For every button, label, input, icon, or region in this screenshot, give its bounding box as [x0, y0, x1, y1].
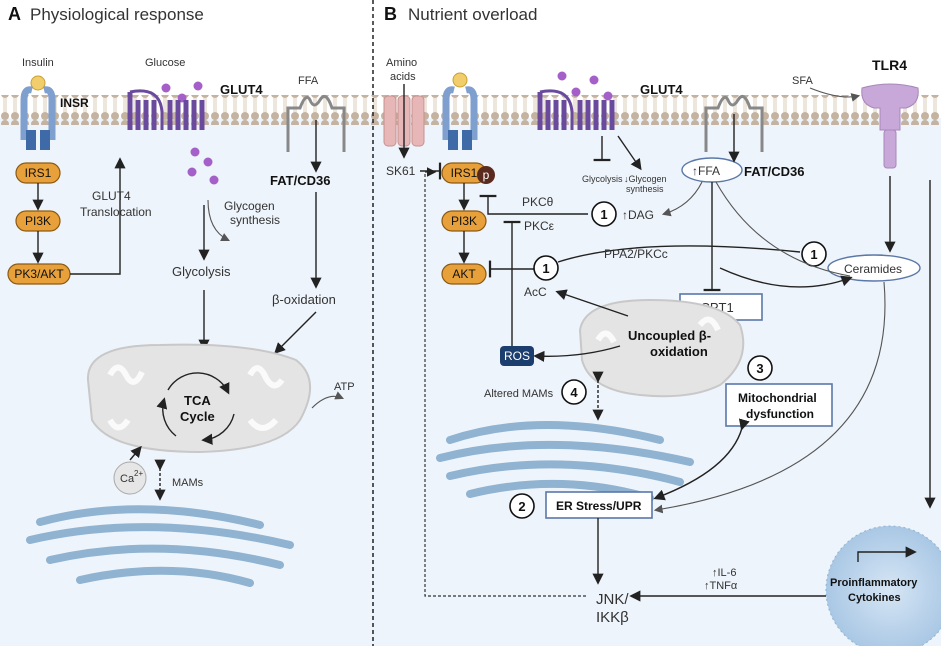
endoplasmic-reticulum-icon	[26, 505, 294, 587]
fat-cd36-label: FAT/CD36	[270, 173, 330, 188]
step-3-label: 3	[756, 361, 763, 376]
glycolysis-label: Glycolysis	[172, 264, 231, 279]
step-4-label: 4	[570, 385, 578, 400]
ffa-label-b: ↑FFA	[692, 164, 720, 178]
step-4-circle	[561, 379, 587, 405]
insulin-icon-b	[452, 72, 468, 88]
ros-box	[500, 346, 534, 366]
glut4-icon	[127, 92, 205, 130]
proinflammatory-label-2: Cytokines	[848, 592, 901, 604]
acc-label: AcC	[524, 285, 547, 299]
akt-label: AKT	[452, 267, 476, 281]
irs1-label-b: IRS1	[451, 166, 478, 180]
atp-label: ATP	[334, 381, 355, 393]
amino-acids-label-2: acids	[390, 71, 416, 83]
mito-dysfunction-label-1: Mitochondrial	[738, 391, 817, 405]
pkc-theta-label: PKCθ	[522, 195, 554, 209]
step-2-label: 2	[518, 499, 525, 514]
step-1-label-dag: 1	[600, 207, 607, 222]
dag-label: ↑DAG	[622, 208, 654, 222]
ceramides-oval	[827, 254, 921, 282]
beta-oxidation-label: β-oxidation	[272, 292, 336, 307]
panel-b: B Nutrient overload Amino acids GLUT4 Gl…	[383, 4, 941, 646]
tca-cycle-icon	[156, 372, 235, 445]
step-1-label-ceramide: 1	[810, 247, 817, 262]
uncoupled-label-1: Uncoupled β-	[628, 328, 711, 343]
jnk-label-2: IKKβ	[596, 609, 629, 626]
glycogen-synthesis-label-1: Glycogen	[224, 199, 275, 213]
fat-cd36-transporter-icon	[286, 94, 346, 152]
panel-b-title: Nutrient overload	[408, 5, 537, 24]
glycogen-label-b-1: ↓Glycogen	[624, 174, 667, 184]
phosphate-label: p	[483, 168, 490, 182]
glut4-icon-b	[537, 92, 615, 130]
glucose-label: Glucose	[145, 57, 185, 69]
proinflammatory-label-1: Proinflammatory	[830, 577, 918, 589]
er-stress-box	[545, 491, 653, 519]
pk3akt-label: PK3/AKT	[14, 267, 64, 281]
calcium-charge-label: 2+	[134, 469, 143, 478]
akt-pill	[441, 263, 487, 285]
glut4-translocation-label-1: GLUT4	[92, 189, 131, 203]
calcium-icon	[113, 461, 147, 495]
mams-label: MAMs	[172, 477, 204, 489]
mitochondrion-icon	[86, 343, 312, 454]
phosphate-icon	[477, 166, 495, 184]
glycolysis-label-b: Glycolysis	[582, 174, 623, 184]
er-stress-label: ER Stress/UPR	[556, 499, 642, 513]
insulin-label: Insulin	[22, 57, 54, 69]
panel-a-letter: A	[8, 4, 21, 24]
glucose-dots-icon-b	[557, 71, 613, 101]
insulin-receptor-icon	[20, 86, 56, 150]
amino-acid-transporter-icon	[383, 95, 425, 147]
step-1-label-ppa2: 1	[542, 261, 549, 276]
panel-a: A Physiological response Insulin INSR Gl…	[7, 4, 355, 587]
fat-cd36-label-b: FAT/CD36	[744, 164, 804, 179]
tca-label-1: TCA	[184, 393, 211, 408]
step-1-circle-dag	[591, 201, 617, 227]
insulin-receptor-icon-b	[442, 86, 478, 150]
uncoupled-label-2: oxidation	[650, 344, 708, 359]
tlr4-label: TLR4	[872, 57, 907, 73]
jnk-label-1: JNK/	[596, 591, 629, 608]
amino-acids-label-1: Amino	[386, 57, 417, 69]
mitochondrion-icon-b	[578, 298, 745, 398]
panel-a-title: Physiological response	[30, 5, 204, 24]
step-3-circle	[747, 355, 773, 381]
mito-dysfunction-label-2: dysfunction	[746, 407, 814, 421]
insulin-icon	[30, 75, 46, 91]
glycogen-synthesis-label-2: synthesis	[230, 213, 280, 227]
glycogen-label-b-2: synthesis	[626, 184, 664, 194]
glut4-label: GLUT4	[220, 82, 263, 97]
pi3k-label: PI3K	[25, 214, 51, 228]
ros-label: ROS	[504, 349, 530, 363]
insr-label: INSR	[60, 96, 89, 110]
pkc-epsilon-label: PKCε	[524, 219, 555, 233]
calcium-label: Ca	[120, 473, 135, 485]
step-2-circle	[509, 493, 535, 519]
tca-label-2: Cycle	[180, 409, 215, 424]
ppa2-pkcc-label: PPA2/PKCc	[604, 247, 668, 261]
ffa-label: FFA	[298, 75, 319, 87]
glucose-dots-icon	[161, 81, 219, 185]
fat-cd36-transporter-icon-b	[704, 94, 764, 152]
il6-label: ↑IL-6	[712, 567, 736, 579]
ceramides-label: Ceramides	[844, 262, 902, 276]
tlr4-receptor-icon	[861, 83, 919, 169]
irs1-label: IRS1	[25, 166, 52, 180]
pi3k-label-b: PI3K	[451, 214, 477, 228]
tnfa-label: ↑TNFα	[704, 580, 738, 592]
glut4-translocation-label-2: Translocation	[80, 205, 152, 219]
feedback-dashed-arrow	[424, 167, 586, 597]
panel-b-letter: B	[384, 4, 397, 24]
glut4-label-b: GLUT4	[640, 82, 683, 97]
sk61-label: SK61	[386, 164, 416, 178]
step-1-circle-ppa2	[533, 255, 559, 281]
altered-mams-label: Altered MAMs	[484, 388, 554, 400]
sfa-label: SFA	[792, 75, 813, 87]
